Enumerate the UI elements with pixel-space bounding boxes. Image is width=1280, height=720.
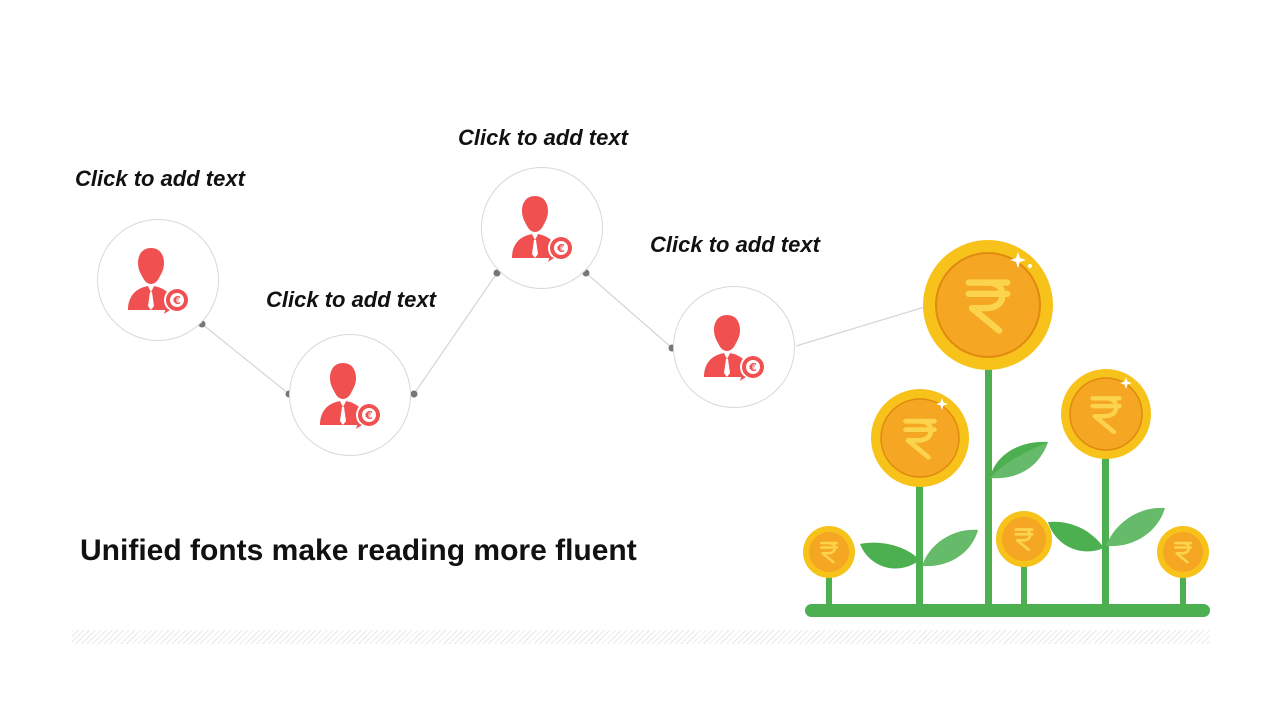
businessman-euro-icon: € (512, 196, 574, 262)
node-2-caption[interactable]: Click to add text (266, 287, 436, 312)
node-4-circle: € (673, 286, 795, 408)
svg-text:€: € (364, 409, 373, 422)
node-2-circle: € (289, 334, 411, 456)
node-1-caption[interactable]: Click to add text (75, 166, 245, 191)
businessman-euro-icon: € (320, 363, 382, 429)
node-3-caption[interactable]: Click to add text (458, 125, 628, 150)
footer-hatch-band (72, 630, 1210, 644)
svg-text:€: € (556, 242, 565, 255)
svg-text:€: € (748, 361, 757, 374)
svg-text:€: € (172, 294, 181, 307)
node-3-circle: € (481, 167, 603, 289)
node-1-circle: € (97, 219, 219, 341)
rupee-coin-plants-icon (803, 240, 1210, 617)
businessman-euro-icon: € (128, 248, 190, 314)
headline[interactable]: Unified fonts make reading more fluent (80, 534, 637, 567)
node-4-caption[interactable]: Click to add text (650, 232, 820, 257)
businessman-euro-icon: € (704, 315, 766, 381)
